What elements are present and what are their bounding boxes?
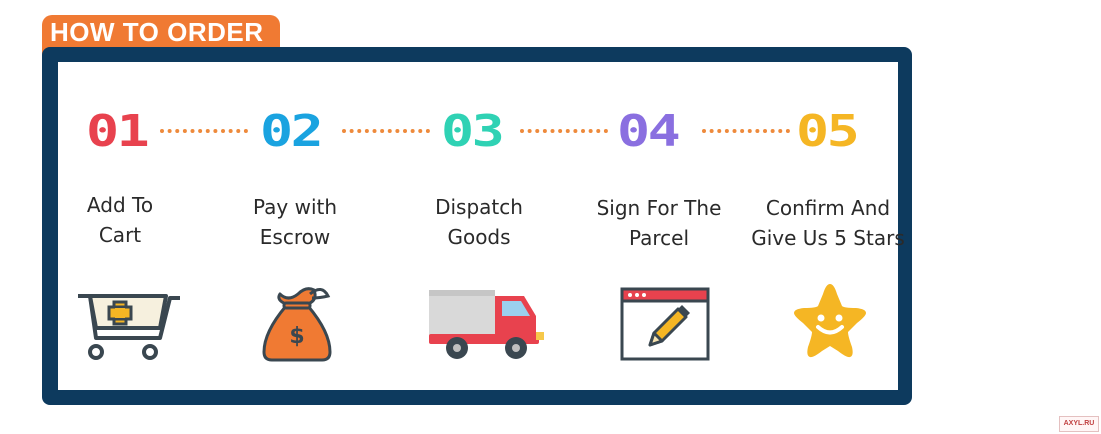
step-label-line: Sign For The [596, 196, 722, 220]
smiling-star-icon [794, 284, 866, 358]
step-number-1: 01 [86, 106, 150, 157]
delivery-truck-icon [429, 290, 544, 359]
step-label-line: Confirm And [765, 196, 891, 220]
step-label-line: Goods [447, 225, 511, 249]
step-label-line: Give Us 5 Stars [751, 226, 905, 250]
step-label-line: Cart [98, 223, 142, 247]
step-label-line: Pay with [252, 195, 338, 219]
step-connector [160, 129, 248, 137]
money-bag-icon: $ [262, 287, 332, 362]
svg-text:$: $ [289, 324, 304, 349]
sign-document-icon [620, 287, 710, 361]
step-label-3: Dispatch Goods [399, 192, 559, 252]
step-label-line: Escrow [259, 225, 331, 249]
step-label-5: Confirm And Give Us 5 Stars [748, 193, 908, 253]
step-connector [520, 129, 608, 137]
step-label-line: Parcel [628, 226, 690, 250]
shopping-cart-icon [78, 294, 180, 360]
section-title: HOW TO ORDER [50, 17, 264, 47]
step-label-line: Dispatch [435, 195, 523, 219]
step-label-1: Add To Cart [40, 190, 200, 250]
step-number-2: 02 [260, 106, 324, 157]
step-number-4: 04 [617, 106, 681, 157]
step-number-5: 05 [796, 106, 860, 157]
step-label-2: Pay with Escrow [215, 192, 375, 252]
step-connector [702, 129, 790, 137]
step-number-3: 03 [441, 106, 505, 157]
step-label-line: Add To [86, 193, 154, 217]
step-label-4: Sign For The Parcel [579, 193, 739, 253]
step-connector [342, 129, 430, 137]
watermark: AXYL.RU [1059, 416, 1099, 432]
